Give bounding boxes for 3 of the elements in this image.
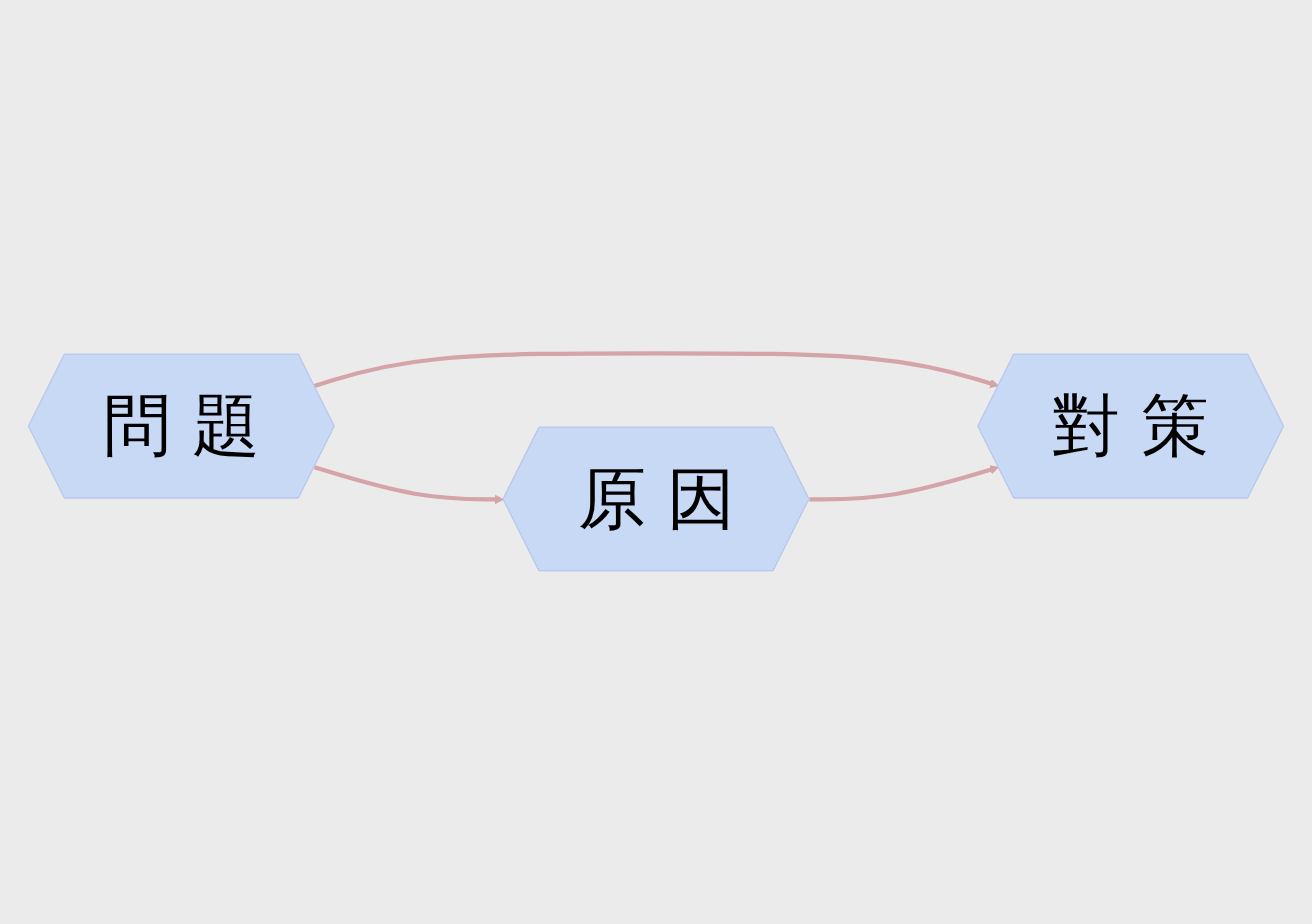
arrow <box>809 465 1000 502</box>
arrow <box>313 465 505 505</box>
arrow <box>313 351 1000 388</box>
